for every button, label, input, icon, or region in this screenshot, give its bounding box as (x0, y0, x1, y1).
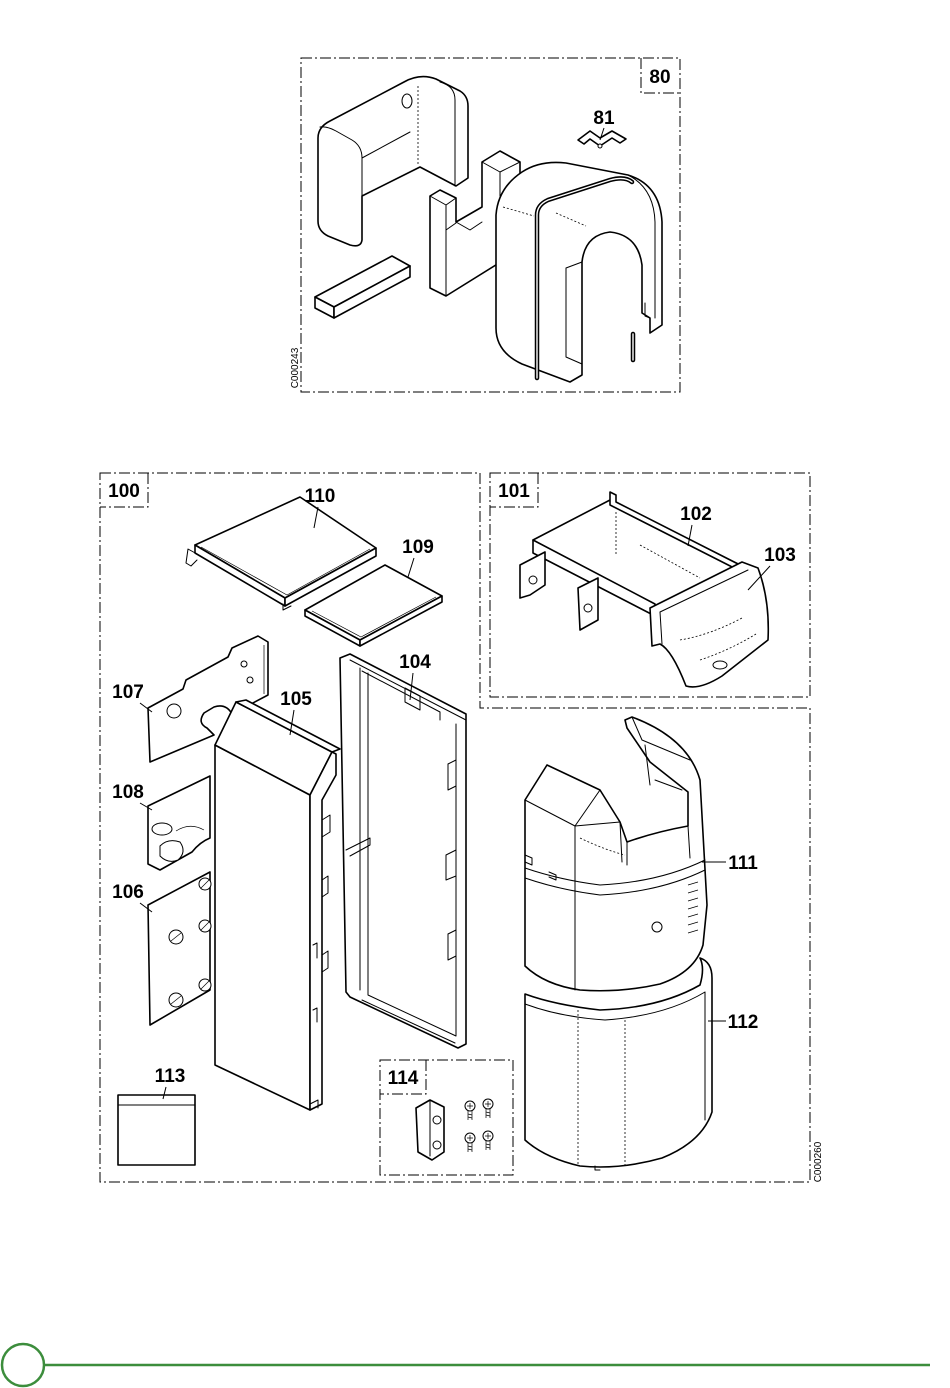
side-panel-flange (310, 752, 336, 1110)
bracket-hole-top (433, 1116, 441, 1124)
callout-106-label: 106 (112, 882, 144, 903)
callout-108-label: 108 (112, 782, 144, 803)
group-80-label: 80 (649, 67, 670, 88)
control-box-frame-left-bracket (520, 552, 545, 598)
callout-81-label: 81 (593, 108, 615, 129)
bracket-kit (416, 1099, 493, 1160)
group-100-label: 100 (108, 481, 140, 502)
drawing-code-top: C000243 (290, 347, 301, 388)
insulation-hood-outline (496, 162, 662, 382)
page-footer (2, 1344, 930, 1386)
group-114-label: 114 (388, 1068, 419, 1089)
insulation-u-piece-hole (402, 94, 412, 108)
screw-icon (465, 1133, 475, 1152)
footer-circle-icon (2, 1344, 44, 1386)
callout-107-label: 107 (112, 682, 144, 703)
callout-106: 106 (112, 882, 152, 912)
callout-104-label: 104 (399, 652, 431, 673)
insulation-plate-108 (148, 776, 210, 870)
callout-107: 107 (112, 682, 152, 712)
callout-111: 111 (702, 853, 758, 874)
insulation-plate-107-hole-small (241, 661, 247, 667)
callout-113-label: 113 (155, 1066, 186, 1087)
callout-113: 113 (155, 1066, 186, 1099)
callout-112: 112 (708, 1012, 758, 1033)
callout-112-label: 112 (728, 1012, 759, 1033)
insulation-block (315, 256, 410, 318)
insulation-plate-107-hole-small-2 (247, 677, 253, 683)
insulation-hood (496, 162, 662, 382)
top-panel-face (195, 497, 376, 598)
insulation-plate-107-hole (167, 704, 181, 718)
insulation-plate-106 (148, 872, 211, 1025)
upper-casing-hole (652, 922, 662, 932)
upper-casing-part (525, 717, 707, 991)
callout-102-label: 102 (680, 504, 712, 525)
bracket-hole-bottom (433, 1141, 441, 1149)
group-101-label: 101 (498, 481, 530, 502)
callout-105-label: 105 (280, 689, 312, 710)
figure-top: 80 C000243 (290, 58, 680, 392)
control-panel-fascia-window (713, 661, 727, 669)
rear-frame-part (340, 654, 466, 1048)
callout-103-label: 103 (764, 545, 796, 566)
callout-110-label: 110 (305, 486, 336, 507)
upper-casing-outline (525, 717, 707, 991)
callout-109: 109 (402, 537, 434, 577)
leader-line-109 (408, 558, 414, 577)
side-panel-front (215, 745, 310, 1110)
insulation-plate-108-hole (152, 823, 172, 835)
callout-109-label: 109 (402, 537, 434, 558)
label-sheet-part (118, 1095, 195, 1165)
control-box-frame-bracket-hole (529, 576, 537, 584)
screw-icon (465, 1101, 475, 1120)
control-box-frame-leg-hole (584, 604, 592, 612)
clip-part-rivet (598, 144, 602, 148)
screw-icon (483, 1099, 493, 1118)
callout-111-label: 111 (728, 853, 758, 874)
callout-108: 108 (112, 782, 152, 810)
insulation-plate-108-cutout (160, 841, 183, 862)
drawing-code-bottom: C000260 (813, 1141, 824, 1182)
side-panel-part (215, 700, 340, 1110)
figure-bottom: 100 101 114 C000260 (100, 473, 824, 1182)
screw-icon (483, 1131, 493, 1150)
